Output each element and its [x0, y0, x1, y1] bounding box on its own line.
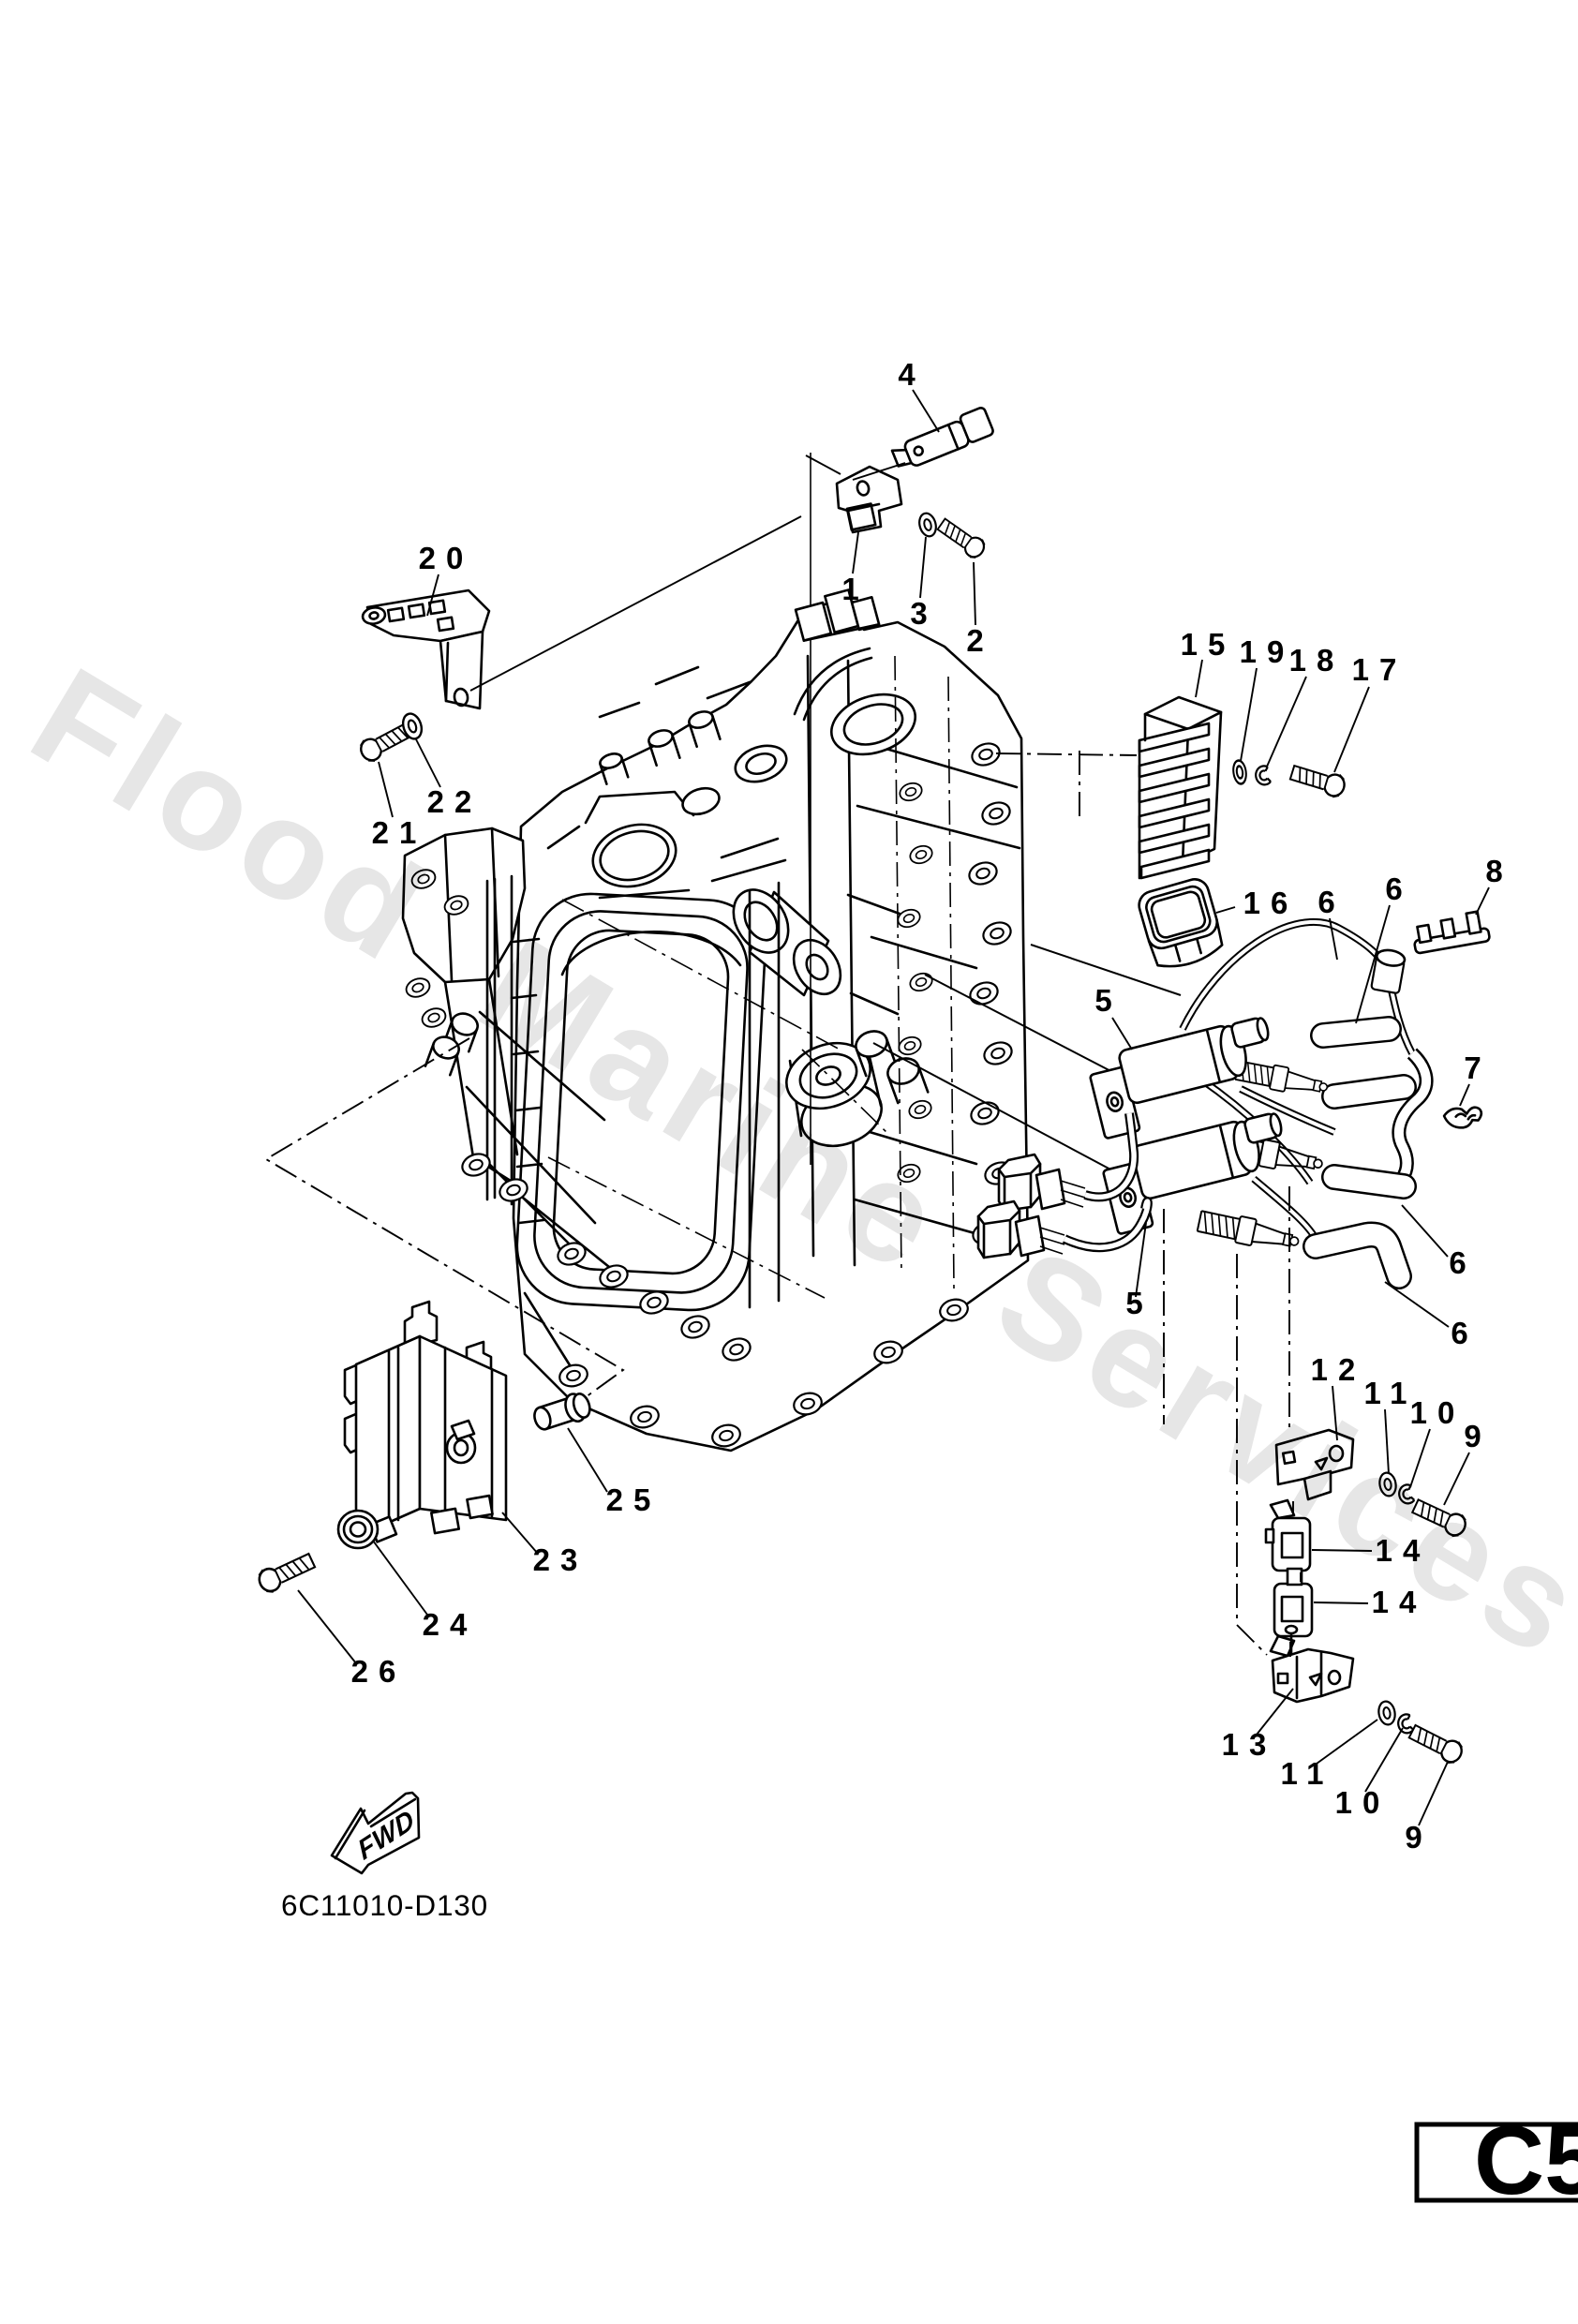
- svg-text:16: 16: [1243, 886, 1299, 920]
- svg-text:14: 14: [1372, 1585, 1427, 1619]
- svg-text:7: 7: [1464, 1050, 1491, 1085]
- svg-text:24: 24: [423, 1607, 478, 1642]
- svg-text:21: 21: [372, 815, 427, 850]
- svg-text:14: 14: [1376, 1533, 1431, 1568]
- svg-text:9: 9: [1464, 1419, 1491, 1453]
- svg-text:15: 15: [1181, 627, 1236, 662]
- svg-text:1: 1: [841, 572, 869, 606]
- svg-text:22: 22: [427, 784, 483, 819]
- svg-text:23: 23: [533, 1542, 588, 1577]
- svg-text:13: 13: [1222, 1727, 1277, 1762]
- svg-text:4: 4: [898, 357, 925, 392]
- svg-text:20: 20: [419, 541, 474, 575]
- svg-text:12: 12: [1311, 1352, 1366, 1387]
- svg-text:17: 17: [1352, 652, 1407, 687]
- svg-text:6: 6: [1449, 1245, 1476, 1280]
- svg-text:6: 6: [1451, 1316, 1478, 1350]
- svg-text:18: 18: [1289, 643, 1345, 678]
- svg-text:26: 26: [351, 1654, 407, 1689]
- svg-text:8: 8: [1485, 854, 1512, 888]
- svg-text:10: 10: [1335, 1785, 1391, 1820]
- svg-text:9: 9: [1405, 1820, 1432, 1855]
- svg-text:5: 5: [1125, 1286, 1153, 1320]
- svg-text:6: 6: [1317, 885, 1345, 919]
- svg-text:10: 10: [1410, 1395, 1466, 1430]
- svg-text:2: 2: [966, 623, 993, 658]
- svg-text:3: 3: [910, 596, 937, 631]
- svg-text:C5: C5: [1474, 2107, 1578, 2215]
- svg-text:6C11010-D130: 6C11010-D130: [281, 1888, 488, 1922]
- svg-text:11: 11: [1364, 1376, 1418, 1410]
- svg-text:19: 19: [1240, 634, 1295, 669]
- svg-text:6: 6: [1385, 872, 1412, 906]
- svg-text:11: 11: [1281, 1756, 1334, 1791]
- svg-text:25: 25: [606, 1482, 662, 1517]
- svg-text:5: 5: [1094, 983, 1122, 1018]
